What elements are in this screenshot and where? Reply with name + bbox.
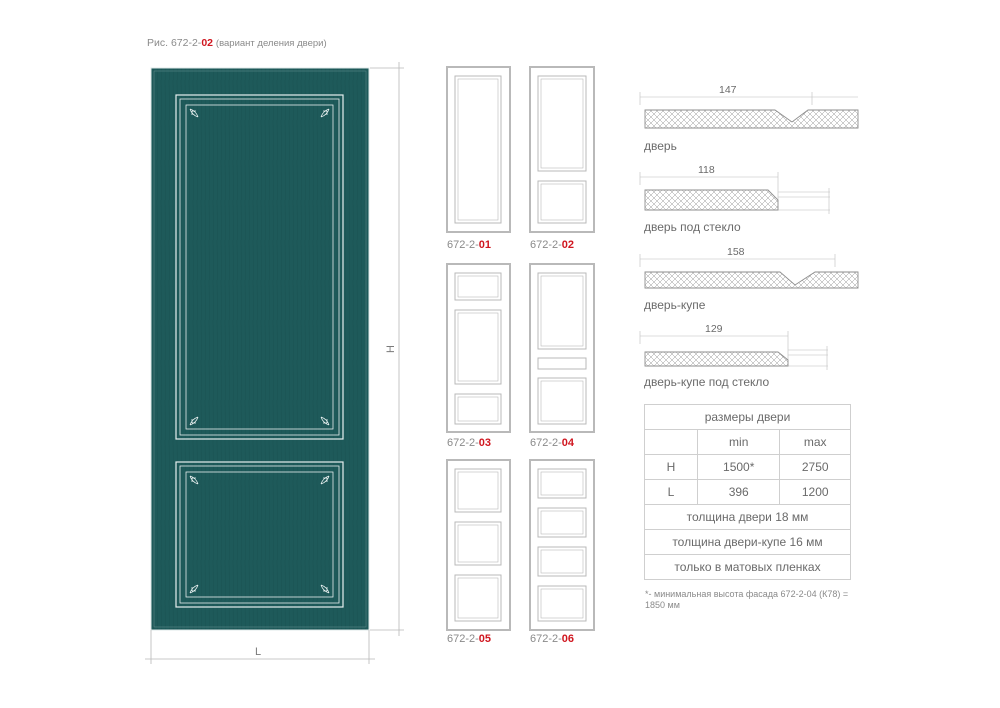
row-min: 396 [696, 479, 781, 505]
row-max: 2750 [779, 454, 851, 480]
profile-sliding-door-glass [639, 331, 828, 370]
height-label: H [384, 345, 397, 353]
table-title: размеры двери [644, 404, 851, 430]
profile-width-sliding: 158 [727, 246, 745, 258]
table-header-max: max [779, 429, 851, 455]
profile-door-glass [639, 172, 830, 214]
variant-label-06: 672-2-06 [530, 633, 575, 645]
variant-label-01: 672-2-01 [447, 239, 492, 251]
variant-01-drawing [446, 66, 511, 233]
table-row: L 396 1200 [644, 479, 851, 505]
variant-06-drawing [529, 459, 595, 631]
door-wood-texture [151, 68, 369, 630]
variant-label-05: 672-2-05 [447, 633, 492, 645]
profile-width-door: 147 [719, 84, 737, 96]
row-label: L [644, 479, 698, 505]
variant-label-02: 672-2-02 [530, 239, 575, 251]
profile-label-sliding: дверь-купе [644, 298, 706, 312]
profile-label-sliding-glass: дверь-купе под стекло [644, 375, 770, 389]
variant-02-drawing [529, 66, 595, 233]
profile-label-door: дверь [644, 139, 677, 153]
profile-door [639, 92, 859, 129]
variant-label-04: 672-2-04 [530, 437, 575, 449]
variant-03-drawing [446, 263, 511, 433]
table-header-min: min [696, 429, 781, 455]
row-min: 1500* [696, 454, 781, 480]
variant-label-03: 672-2-03 [447, 437, 492, 449]
profile-sliding-door [639, 254, 859, 289]
figure-caption: Рис. 672-2-02 (вариант деления двери) [147, 37, 327, 49]
caption-note: (вариант деления двери) [215, 38, 327, 49]
main-door [150, 67, 370, 631]
caption-prefix: Рис. 672-2- [147, 37, 202, 49]
variant-thumbnails [446, 66, 595, 631]
profile-sections [639, 92, 859, 370]
variant-05-drawing [446, 459, 511, 631]
row-label: H [644, 454, 698, 480]
row-max: 1200 [779, 479, 851, 505]
door-dimensions-table: размеры двери min max H 1500* 2750 L 396… [644, 404, 851, 580]
dimension-lines [145, 62, 404, 664]
caption-code: 02 [201, 37, 213, 49]
footnote: *- минимальная высота фасада 672-2-04 (К… [645, 589, 849, 610]
door-upper-panel [175, 94, 344, 440]
table-header-empty [644, 429, 698, 455]
variant-04-drawing [529, 263, 595, 433]
profile-label-door-glass: дверь под стекло [644, 220, 741, 234]
profile-width-sliding-glass: 129 [705, 323, 723, 335]
door-lower-panel [175, 461, 344, 608]
table-note: толщина двери-купе 16 мм [644, 529, 851, 555]
width-label: L [255, 646, 262, 658]
table-note: только в матовых пленках [644, 554, 851, 580]
profile-width-door-glass: 118 [698, 164, 715, 176]
table-note: толщина двери 18 мм [644, 504, 851, 530]
table-row: H 1500* 2750 [644, 454, 851, 480]
